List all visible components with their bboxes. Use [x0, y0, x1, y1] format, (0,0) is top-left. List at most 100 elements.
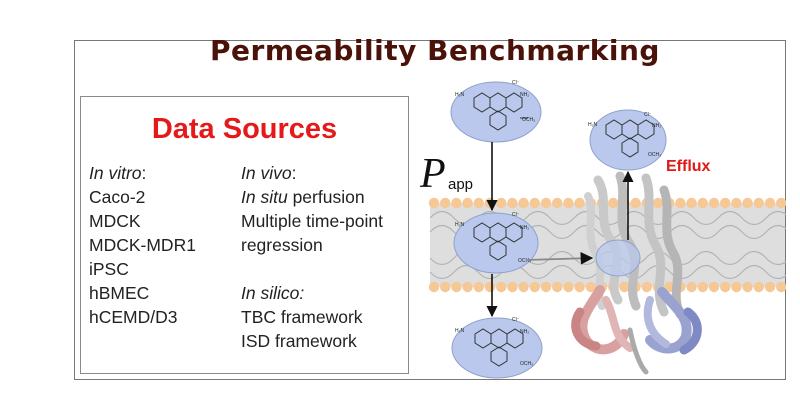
outer-frame: [74, 40, 786, 380]
permeability-figure: H₂N Cl⁻ NH₂ OCH₃ H₂N Cl⁻ NH₂ OCH₃ H₂N Cl…: [428, 80, 786, 379]
panel-heading: Data Sources: [151, 113, 338, 145]
amine-label: NH₂: [520, 225, 529, 231]
lipid-head: [574, 281, 585, 293]
spacer: [241, 257, 383, 281]
lipid-head: [686, 281, 697, 293]
in-vivo-column: In vivo: In situ perfusion Multiple time…: [241, 161, 383, 353]
chloride-label: Cl⁻: [512, 317, 520, 323]
lipid-head: [664, 281, 675, 293]
page-title: Permeability Benchmarking: [210, 34, 660, 67]
lipid-head: [720, 197, 731, 209]
lipid-head: [742, 197, 753, 209]
lipid-head: [563, 281, 574, 293]
lipid-head: [753, 281, 764, 293]
in-vitro-item: iPSC: [89, 259, 129, 279]
lipid-head: [462, 197, 473, 209]
papp-symbol: P: [420, 151, 446, 197]
in-vitro-colon: :: [141, 163, 147, 183]
in-silico-item: TBC framework: [241, 307, 363, 327]
lipid-head: [484, 197, 496, 209]
chloride-label: Cl⁻: [512, 212, 520, 218]
methoxy-label: OCH₃: [522, 117, 535, 123]
lipid-head: [574, 197, 585, 209]
lipid-head: [776, 281, 786, 293]
lipid-head: [731, 197, 742, 209]
in-situ-rest: perfusion: [287, 187, 365, 207]
lipid-head: [540, 281, 552, 293]
data-sources-panel: Data Sources In vitro: Caco-2 MDCK MDCK-…: [80, 96, 409, 374]
lipid-head: [496, 197, 507, 209]
lipid-head: [686, 197, 697, 209]
lipid-head: [630, 197, 641, 209]
in-vitro-item: hBMEC: [89, 283, 150, 303]
lipid-head: [764, 197, 776, 209]
amine-label: H₂N: [588, 122, 598, 128]
lipid-head: [675, 197, 686, 209]
lipid-head: [552, 197, 563, 209]
papp-subscript: app: [448, 176, 474, 193]
amine-label: H₂N: [455, 328, 465, 334]
lipid-head: [428, 197, 440, 209]
lipid-head: [697, 197, 708, 209]
lipid-head: [507, 281, 518, 293]
lipid-head: [708, 197, 720, 209]
lipid-head: [473, 197, 484, 209]
lipid-head: [529, 197, 540, 209]
efflux-label: Efflux: [666, 158, 711, 175]
in-vitro-item: MDCK-MDR1: [89, 235, 196, 255]
in-vivo-label: In vivo: [241, 163, 292, 183]
lipid-head: [462, 281, 473, 293]
methoxy-label: OCH₃: [648, 152, 661, 158]
lipid-head: [440, 281, 451, 293]
methoxy-label: OCH₃: [520, 361, 533, 367]
lipid-head: [764, 281, 776, 293]
lipid-head: [619, 281, 630, 293]
transporter-protein: [571, 171, 702, 375]
lipid-head: [484, 281, 496, 293]
in-vitro-item: hCEMD/D3: [89, 307, 178, 327]
lipid-heads-bottom: [428, 281, 786, 293]
lipid-head: [776, 197, 786, 209]
lipid-head: [742, 281, 753, 293]
in-vivo-line: regression: [241, 235, 323, 255]
lipid-head: [440, 197, 451, 209]
amine-label: H₂N: [455, 92, 465, 98]
lipid-head: [552, 281, 563, 293]
in-vitro-label: In vitro: [89, 163, 142, 183]
in-vitro-heading: In vitro:: [89, 161, 196, 185]
lipid-head: [641, 281, 652, 293]
chloride-label: Cl⁻: [644, 112, 652, 118]
lipid-head: [697, 281, 708, 293]
lipid-head: [731, 281, 742, 293]
lipid-head: [652, 197, 664, 209]
in-vitro-item: Caco-2: [89, 187, 146, 207]
lipid-head: [563, 197, 574, 209]
lipid-head: [540, 197, 552, 209]
chloride-label: Cl⁻: [512, 80, 520, 86]
lipid-head: [518, 197, 529, 209]
molecule-bottom: H₂N Cl⁻ NH₂ OCH₃: [451, 317, 543, 379]
amine-label: H₂N: [455, 222, 465, 228]
molecule-in-transporter: [595, 239, 641, 277]
lipid-head: [608, 197, 619, 209]
in-vitro-item: MDCK: [89, 211, 141, 231]
lipid-head: [529, 281, 540, 293]
lipid-head: [507, 197, 518, 209]
lipid-head: [585, 281, 596, 293]
methoxy-label: OCH₃: [518, 258, 531, 264]
molecule-efflux: H₂N Cl⁻ NH₂ OCH₃: [588, 109, 667, 171]
in-silico-heading: In silico:: [241, 283, 305, 303]
lipid-head: [473, 281, 484, 293]
in-vivo-heading: In vivo:: [241, 161, 383, 185]
amine-label: NH₂: [520, 92, 529, 98]
lipid-head: [708, 281, 720, 293]
in-vivo-colon: :: [291, 163, 297, 183]
molecule-middle: H₂N Cl⁻ NH₂ OCH₃: [453, 212, 539, 274]
lipid-head: [496, 281, 507, 293]
amine-label: NH₂: [652, 123, 661, 129]
lipid-head: [720, 281, 731, 293]
in-situ-label: In situ: [241, 187, 288, 207]
molecule-top: H₂N Cl⁻ NH₂ OCH₃: [450, 80, 542, 143]
amine-label: NH₂: [520, 329, 529, 335]
lipid-head: [451, 281, 462, 293]
